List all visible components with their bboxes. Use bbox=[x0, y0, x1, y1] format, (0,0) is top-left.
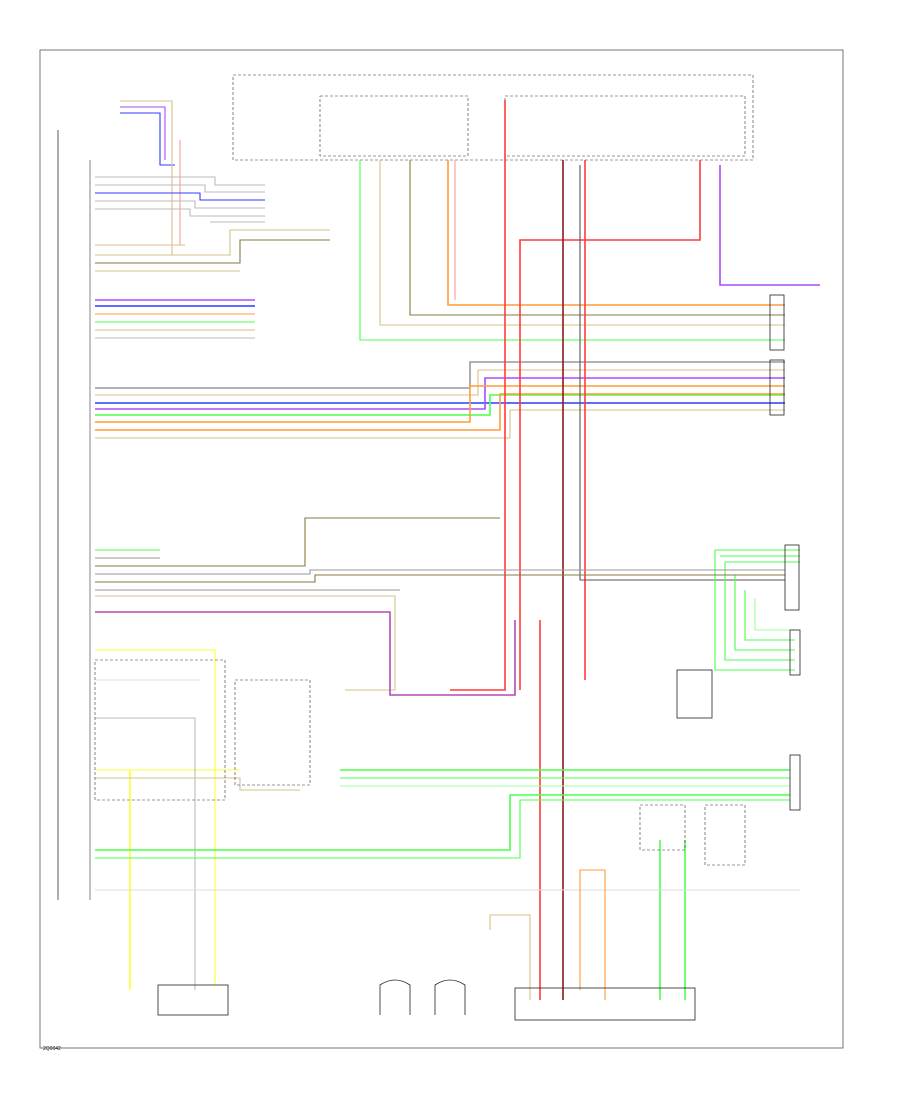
fuse-box-inner-right bbox=[504, 95, 746, 157]
connector-block-right-2 bbox=[769, 359, 785, 416]
wire-green-drop-1 bbox=[359, 160, 785, 341]
wire-tan-395 bbox=[95, 369, 785, 396]
bottom-left-module bbox=[157, 984, 229, 1016]
wire-olive-263 bbox=[95, 239, 330, 264]
wire-olive-582 bbox=[95, 574, 785, 583]
wire-green-v1 bbox=[714, 550, 795, 671]
fuse-box-outline bbox=[232, 74, 754, 161]
wire-green-v2 bbox=[724, 562, 795, 661]
wire-gray-720 bbox=[95, 717, 196, 990]
wire-tan-drop bbox=[379, 160, 785, 326]
wire-green-850 bbox=[95, 794, 790, 851]
wire-green-415 bbox=[95, 394, 785, 416]
fuse-box-inner-left bbox=[319, 95, 469, 157]
wire-purple-610 bbox=[95, 611, 516, 696]
wire-green-v5 bbox=[754, 598, 795, 631]
wire-tan-596 bbox=[95, 595, 396, 691]
wire-orange-drop bbox=[447, 160, 785, 306]
wire-violet-409 bbox=[95, 377, 785, 410]
wire-gray-574 bbox=[95, 569, 785, 575]
connector-block-right-4 bbox=[789, 629, 801, 676]
wire-green-v4 bbox=[744, 590, 795, 641]
wire-orange-422 bbox=[95, 385, 785, 423]
connector-block-right-1 bbox=[769, 294, 785, 351]
wire-tan-bottom bbox=[489, 914, 531, 1000]
bottom-right-module bbox=[514, 987, 696, 1021]
wire-gray-3 bbox=[95, 200, 265, 209]
wire-olive-566 bbox=[95, 517, 500, 567]
diagram-frame bbox=[39, 49, 844, 1049]
wire-red-main bbox=[450, 100, 506, 691]
wire-violet-right bbox=[719, 165, 820, 286]
component-group bbox=[94, 294, 801, 1021]
bottom-module-1 bbox=[379, 979, 411, 1015]
wire-orange-bottom bbox=[579, 869, 606, 1000]
right-dashed-module-2 bbox=[639, 804, 686, 851]
wire-gray-2 bbox=[95, 184, 265, 193]
wire-violet-top bbox=[120, 106, 166, 160]
wire-green-858 bbox=[95, 799, 790, 859]
connector-block-right-3 bbox=[784, 544, 800, 611]
wire-tan-255 bbox=[95, 229, 330, 256]
wire-gray-4 bbox=[95, 208, 265, 217]
wire-olive-drop bbox=[409, 160, 785, 316]
wire-group bbox=[95, 100, 820, 1000]
left-dashed-region bbox=[94, 659, 226, 801]
wire-tan-438 bbox=[95, 409, 785, 439]
wire-tan-top bbox=[120, 100, 173, 255]
wire-red-right bbox=[519, 160, 701, 690]
wire-gray-380 bbox=[95, 361, 785, 389]
wire-tan-778 bbox=[95, 777, 300, 791]
wire-gray-1 bbox=[95, 176, 265, 186]
wire-dark-gray-580 bbox=[579, 165, 785, 581]
mid-module bbox=[234, 679, 311, 786]
right-mid-module bbox=[676, 669, 713, 719]
page-code: 2Q0042 bbox=[43, 1046, 61, 1052]
wire-orange-430 bbox=[95, 393, 785, 431]
wire-blue-2 bbox=[95, 192, 265, 201]
wire-yellow-650 bbox=[95, 649, 216, 985]
bottom-module-2 bbox=[434, 979, 466, 1015]
connector-block-right-5 bbox=[789, 754, 801, 811]
wire-green-v3 bbox=[734, 575, 795, 651]
right-dashed-module bbox=[704, 804, 746, 866]
wire-blue-top bbox=[120, 112, 175, 166]
